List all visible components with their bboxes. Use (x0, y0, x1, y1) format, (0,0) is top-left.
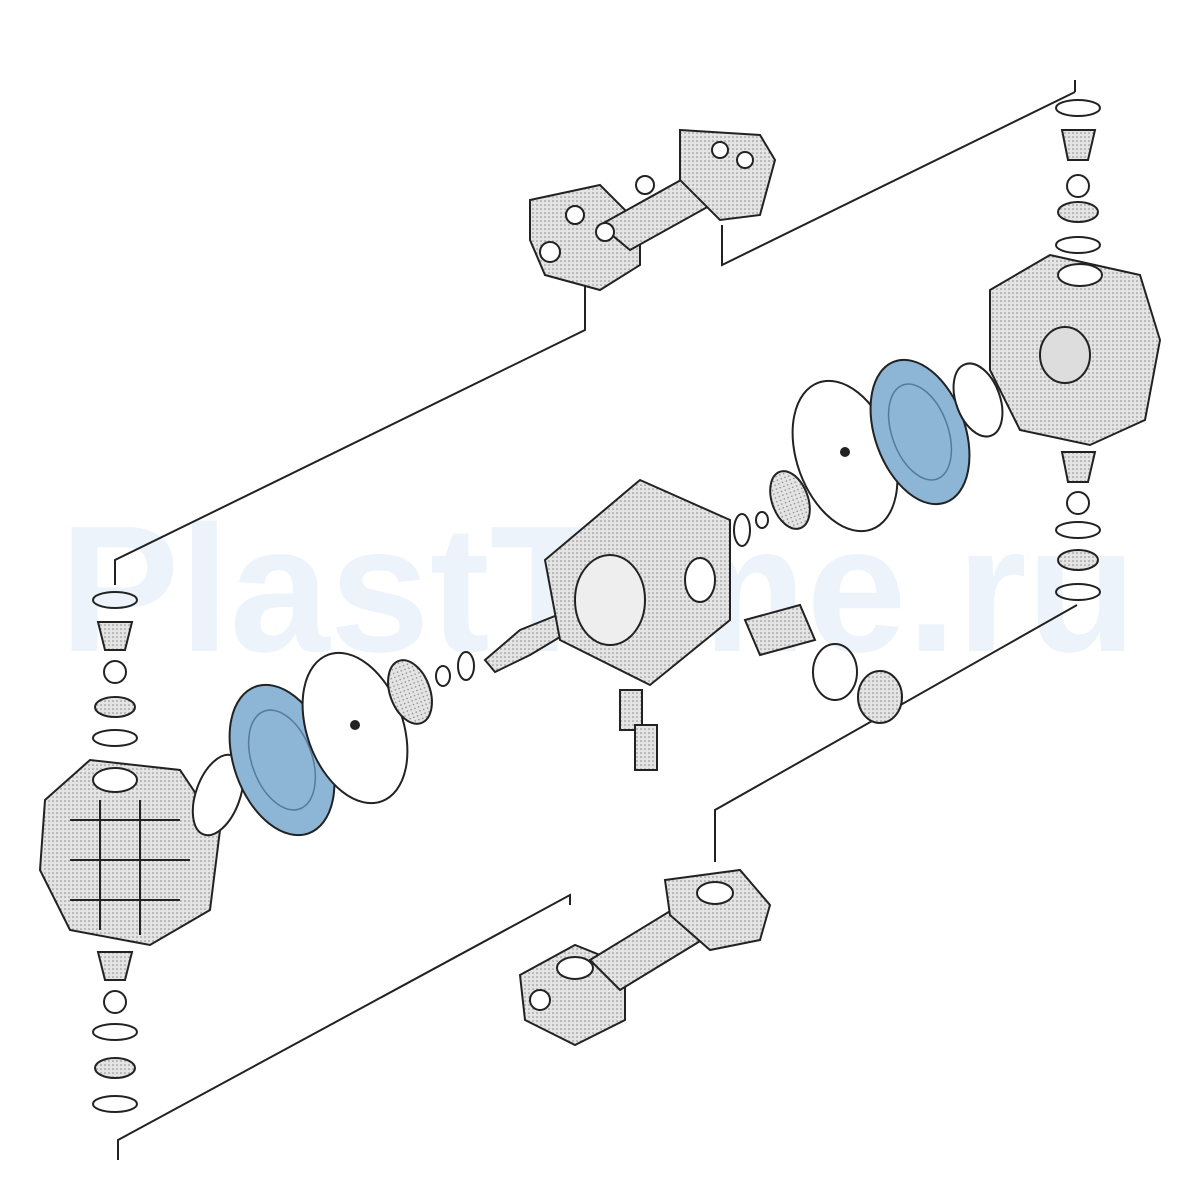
connection-lines (114, 80, 1078, 1160)
lower-manifold (518, 868, 772, 1047)
pilot-valve-parts (743, 603, 903, 724)
right-pump-housing (989, 253, 1162, 447)
upper-manifold (529, 128, 777, 292)
right-lower-valve-stack (1055, 451, 1101, 601)
right-upper-valve-stack (1055, 99, 1101, 254)
left-diaphragm-assembly (191, 651, 475, 837)
right-diaphragm-assembly (733, 358, 1004, 547)
center-plugs (619, 689, 658, 771)
center-air-block (543, 478, 731, 687)
left-lower-valve-stack (92, 951, 138, 1113)
left-upper-valve-stack (92, 591, 138, 747)
left-pump-housing (38, 758, 222, 947)
